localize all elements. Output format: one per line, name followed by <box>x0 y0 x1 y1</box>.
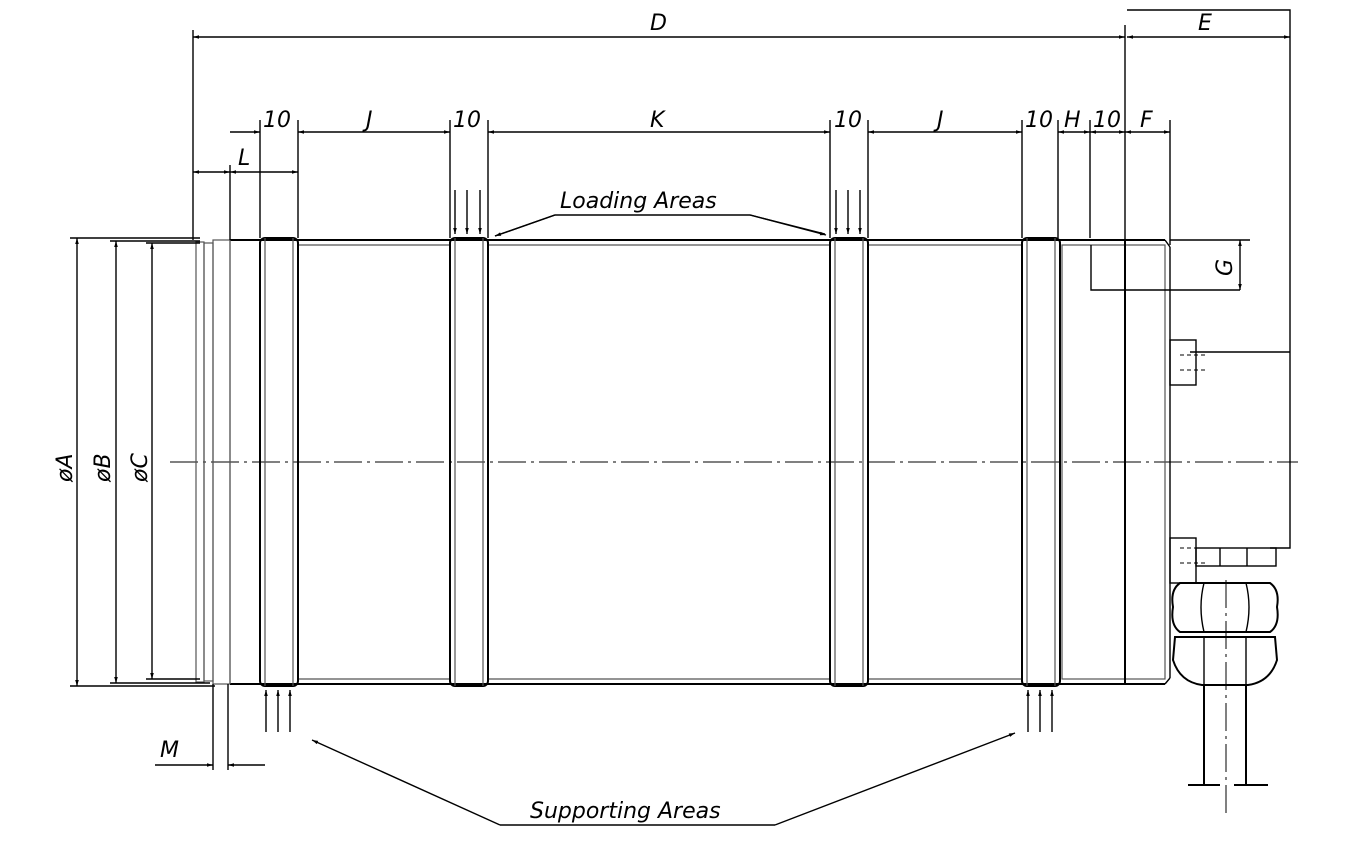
dim-label-band: 10 <box>834 108 862 133</box>
dim-label-e: E <box>1198 11 1212 36</box>
dim-label-dia-a: øA <box>53 453 78 483</box>
dim-label-band: 10 <box>1093 108 1121 133</box>
dim-label-k: K <box>650 108 666 133</box>
dim-label-band: 10 <box>263 108 291 133</box>
dim-label-h: H <box>1064 108 1081 133</box>
dim-label-f: F <box>1140 108 1153 133</box>
dim-label-j: J <box>933 108 944 133</box>
dim-label-j: J <box>362 108 373 133</box>
dimension-lines <box>70 25 1290 826</box>
dim-label-g: G <box>1213 259 1238 276</box>
connector-assembly <box>1127 9 1291 818</box>
dim-label-m: M <box>160 738 179 763</box>
dim-label-band: 10 <box>453 108 481 133</box>
supporting-areas-label: Supporting Areas <box>530 799 721 824</box>
loading-areas-label: Loading Areas <box>560 189 717 214</box>
dim-label-dia-b: øB <box>91 453 116 483</box>
dim-label-dia-c: øC <box>128 453 153 483</box>
dim-label-l: L <box>238 146 250 171</box>
cylinder-body <box>195 237 1240 687</box>
dim-label-band: 10 <box>1025 108 1053 133</box>
dim-label-d: D <box>650 11 667 36</box>
